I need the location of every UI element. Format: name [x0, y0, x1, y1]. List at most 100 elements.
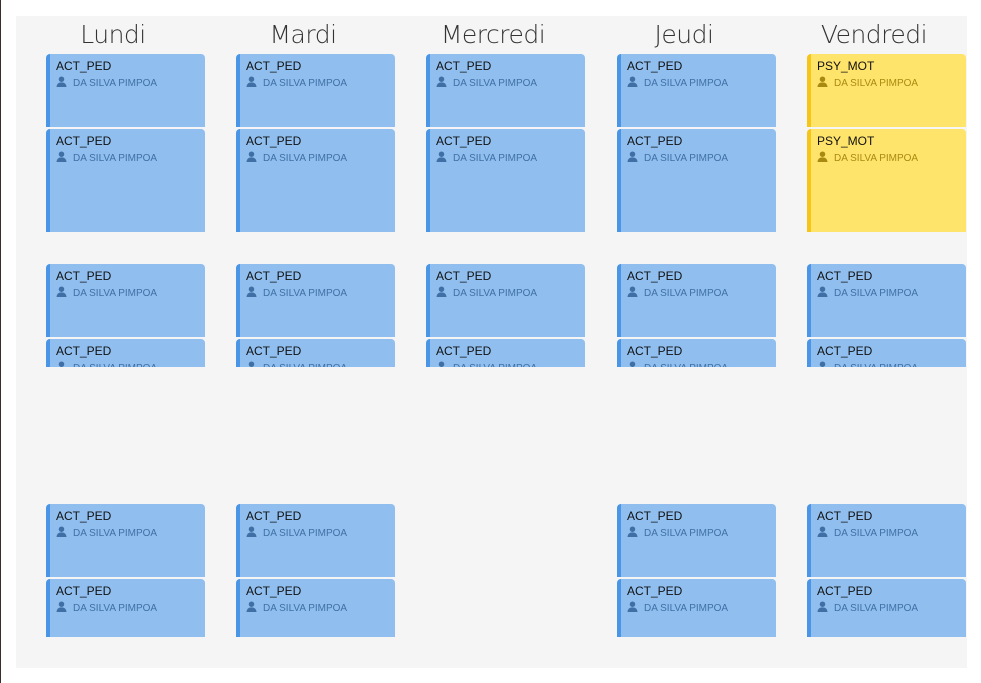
person-icon: [817, 151, 834, 164]
person-icon: [246, 76, 263, 89]
person-name: DA SILVA PIMPOA: [263, 363, 347, 367]
calendar-event[interactable]: ACT_PED DA SILVA PIMPOA: [46, 264, 205, 337]
event-person: DA SILVA PIMPOA: [817, 361, 918, 367]
person-icon: [627, 361, 644, 367]
event-person: DA SILVA PIMPOA: [817, 526, 918, 539]
calendar-event[interactable]: ACT_PED DA SILVA PIMPOA: [807, 504, 966, 577]
person-icon: [436, 286, 453, 299]
event-person: DA SILVA PIMPOA: [246, 151, 347, 164]
person-icon: [817, 76, 834, 89]
person-name: DA SILVA PIMPOA: [263, 288, 348, 299]
person-icon: [246, 361, 263, 367]
person-icon: [817, 526, 834, 539]
person-icon: [56, 286, 73, 299]
event-person: DA SILVA PIMPOA: [627, 76, 728, 89]
event-title: ACT_PED: [627, 59, 683, 73]
person-icon: [436, 151, 453, 164]
person-icon: [56, 601, 73, 614]
person-name: DA SILVA PIMPOA: [73, 603, 158, 614]
event-title: ACT_PED: [246, 344, 302, 358]
person-name: DA SILVA PIMPOA: [834, 153, 919, 164]
event-person: DA SILVA PIMPOA: [627, 526, 728, 539]
event-person: DA SILVA PIMPOA: [56, 526, 157, 539]
calendar-event[interactable]: ACT_PED DA SILVA PIMPOA: [617, 54, 776, 127]
person-name: DA SILVA PIMPOA: [644, 78, 729, 89]
event-person: DA SILVA PIMPOA: [436, 361, 537, 367]
day-header-vendredi: Vendredi: [820, 20, 928, 49]
person-icon: [817, 286, 834, 299]
event-title: ACT_PED: [436, 134, 492, 148]
person-name: DA SILVA PIMPOA: [644, 363, 728, 367]
person-name: DA SILVA PIMPOA: [834, 603, 919, 614]
person-name: DA SILVA PIMPOA: [453, 363, 537, 367]
person-name: DA SILVA PIMPOA: [644, 603, 729, 614]
day-header-mercredi: Mercredi: [440, 20, 546, 49]
event-title: ACT_PED: [817, 344, 873, 358]
event-title: ACT_PED: [436, 59, 492, 73]
person-icon: [436, 361, 453, 367]
event-person: DA SILVA PIMPOA: [817, 76, 918, 89]
day-header-jeudi: Jeudi: [654, 20, 714, 49]
event-title: ACT_PED: [627, 509, 683, 523]
event-title: ACT_PED: [817, 509, 873, 523]
event-person: DA SILVA PIMPOA: [56, 286, 157, 299]
person-name: DA SILVA PIMPOA: [834, 78, 919, 89]
calendar-event[interactable]: ACT_PED DA SILVA PIMPOA: [236, 504, 395, 577]
person-icon: [627, 601, 644, 614]
person-icon: [56, 151, 73, 164]
event-title: PSY_MOT: [817, 59, 875, 73]
calendar-event[interactable]: ACT_PED DA SILVA PIMPOA: [46, 579, 205, 637]
calendar-event[interactable]: ACT_PED DA SILVA PIMPOA: [617, 504, 776, 577]
event-person: DA SILVA PIMPOA: [627, 361, 728, 367]
calendar-event[interactable]: ACT_PED DA SILVA PIMPOA: [617, 579, 776, 637]
window-edge: [0, 0, 1, 683]
event-title: ACT_PED: [627, 134, 683, 148]
person-icon: [436, 76, 453, 89]
person-name: DA SILVA PIMPOA: [73, 528, 158, 539]
event-title: ACT_PED: [56, 134, 112, 148]
calendar-event[interactable]: ACT_PED DA SILVA PIMPOA: [46, 54, 205, 127]
event-title: ACT_PED: [56, 59, 112, 73]
event-title: ACT_PED: [246, 509, 302, 523]
calendar-event[interactable]: ACT_PED DA SILVA PIMPOA: [807, 339, 966, 367]
calendar-event[interactable]: ACT_PED DA SILVA PIMPOA: [236, 339, 395, 367]
person-name: DA SILVA PIMPOA: [834, 528, 919, 539]
event-person: DA SILVA PIMPOA: [436, 286, 537, 299]
person-icon: [627, 526, 644, 539]
event-person: DA SILVA PIMPOA: [246, 526, 347, 539]
event-person: DA SILVA PIMPOA: [627, 286, 728, 299]
calendar-event[interactable]: PSY_MOT DA SILVA PIMPOA: [807, 54, 966, 127]
person-icon: [246, 601, 263, 614]
event-person: DA SILVA PIMPOA: [817, 601, 918, 614]
person-name: DA SILVA PIMPOA: [644, 288, 729, 299]
event-title: ACT_PED: [246, 59, 302, 73]
event-title: ACT_PED: [246, 584, 302, 598]
person-name: DA SILVA PIMPOA: [834, 363, 918, 367]
event-person: DA SILVA PIMPOA: [627, 601, 728, 614]
event-title: ACT_PED: [56, 269, 112, 283]
person-icon: [817, 361, 834, 367]
person-name: DA SILVA PIMPOA: [73, 78, 158, 89]
person-name: DA SILVA PIMPOA: [263, 528, 348, 539]
event-title: ACT_PED: [627, 584, 683, 598]
event-title: ACT_PED: [56, 584, 112, 598]
person-icon: [246, 286, 263, 299]
